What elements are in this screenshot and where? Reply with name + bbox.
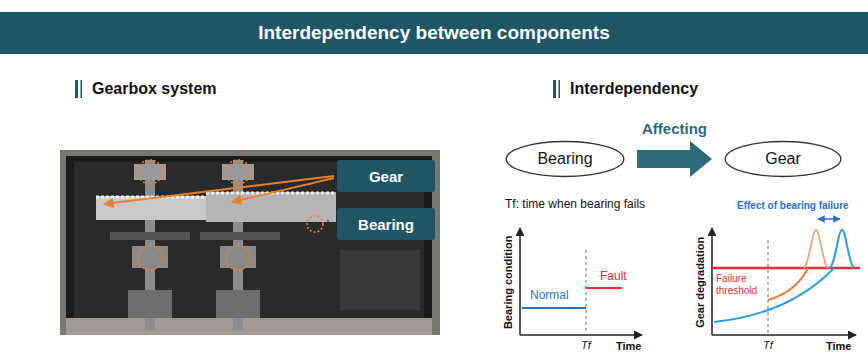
bearing-marker (138, 160, 323, 270)
leader-line (104, 176, 334, 204)
node-text: Bearing (358, 216, 414, 233)
axis-label: Time (826, 340, 851, 353)
section-heading: Gearbox system (92, 80, 217, 98)
bearing-marker (138, 246, 162, 270)
threshold-label: Failure threshold (716, 273, 763, 296)
gear-chart (711, 228, 713, 335)
section-heading: Interdependency (570, 80, 698, 98)
gear-chart (768, 240, 769, 335)
legend-colon: : (326, 215, 330, 231)
ellipse-outline (506, 142, 624, 177)
gearbox-photo (128, 290, 172, 318)
component-ellipse: Gear (724, 140, 842, 178)
annotation: Effect of bearing failure (737, 200, 849, 212)
node-text: Gear (369, 168, 403, 185)
part-label-box: Gear (337, 160, 435, 192)
bearing-marker (138, 160, 162, 184)
bearing-chart (522, 307, 586, 309)
block-arrow (637, 141, 712, 177)
ellipse-outline (725, 142, 841, 177)
bearing-marker (226, 246, 250, 270)
gearbox-photo (200, 232, 280, 240)
gearbox-photo (60, 150, 440, 335)
state-label: Fault (600, 270, 627, 284)
leader-line (232, 178, 334, 202)
gear-chart (712, 267, 860, 270)
axis-label: Gear degradation (695, 236, 708, 327)
gearbox-photo (66, 318, 432, 335)
bearing-chart (586, 250, 587, 335)
gearbox-photo (66, 156, 432, 326)
gear-chart (804, 230, 828, 268)
gearbox-photo (216, 290, 260, 318)
edge-label: Affecting (642, 120, 707, 137)
gearbox-photo (96, 196, 214, 220)
axis-label: Time (616, 340, 641, 353)
gearbox-photo (110, 232, 190, 240)
note-text: Tf: time when bearing fails (505, 198, 645, 212)
axis-label: Bearing condition (503, 235, 516, 329)
leader-line (104, 176, 334, 204)
title-band (0, 12, 868, 54)
bearing-chart (520, 228, 642, 335)
bearing-marker (226, 160, 250, 184)
bearing-chart (520, 334, 642, 336)
bearing-chart (586, 287, 622, 289)
gear-chart (712, 219, 860, 335)
gearbox-photo (206, 192, 336, 222)
component-ellipse: Bearing (505, 140, 625, 178)
node-text: Gear (765, 150, 801, 168)
gear-chart (712, 334, 856, 336)
gear-chart (830, 230, 854, 268)
heading-bar (81, 80, 83, 98)
gearbox-photo (60, 150, 440, 335)
node-text: Bearing (537, 150, 592, 168)
gear-chart (818, 218, 840, 220)
heading-bar (559, 80, 561, 98)
bearing-marker (307, 216, 323, 232)
part-label-box: Bearing (337, 208, 435, 240)
title-text: Interdependency between components (0, 12, 868, 54)
tick-label: Tf (581, 339, 591, 352)
gearbox-photo (340, 250, 420, 310)
heading-bar (553, 80, 556, 98)
bearing-chart (519, 228, 521, 335)
gear-chart (714, 268, 834, 322)
heading-bar (75, 80, 78, 98)
tick-label: Tf (763, 339, 773, 352)
state-label: Normal (530, 289, 569, 303)
gear-chart (768, 268, 808, 300)
